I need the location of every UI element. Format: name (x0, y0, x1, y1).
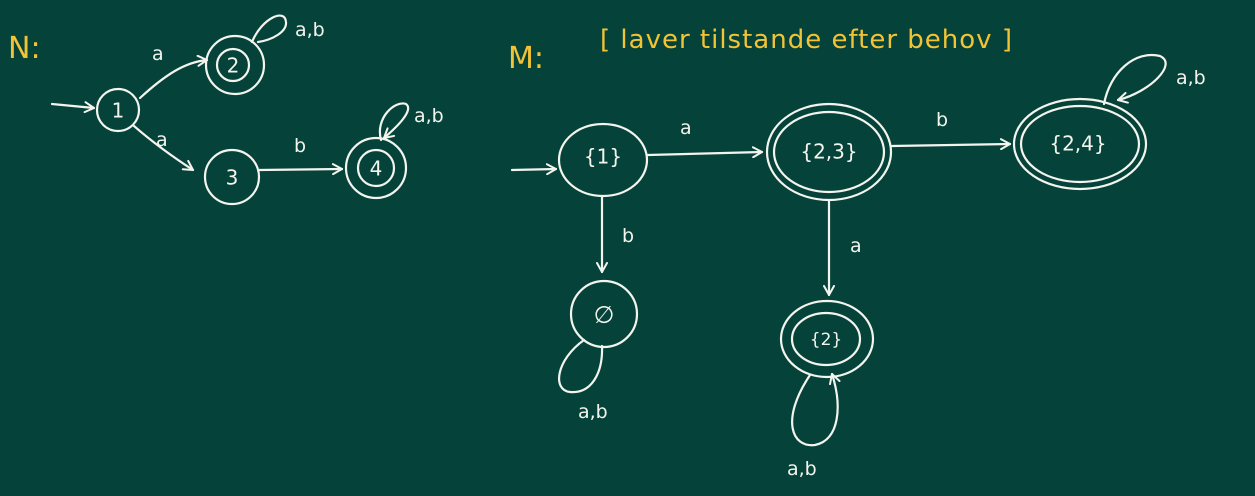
nfa-loop-4 (378, 102, 410, 142)
dfa-loop-empty-label: a,b (578, 401, 608, 423)
dfa-start-arrow (510, 163, 558, 176)
dfa-state-2-label: {2} (810, 330, 842, 350)
nfa-edge-3-4 (257, 163, 344, 176)
dfa-loop-24-label: a,b (1176, 67, 1206, 89)
dfa-loop-24 (1102, 53, 1167, 106)
heading-note: [ laver tilstande efter behov ] (600, 25, 1013, 55)
dfa-edge-1-23-label: a (680, 117, 692, 139)
dfa-loop-empty (557, 338, 604, 394)
dfa-loop-2 (791, 372, 841, 447)
nfa-edge-1-3-label: a (156, 129, 168, 151)
nfa-loop-4-label: a,b (414, 105, 444, 127)
nfa-diagram: 1 2 3 4 a a b a,b a,b (50, 14, 444, 206)
nfa-edge-3-4-label: b (294, 135, 306, 157)
dfa-diagram: {1} {2,3} {2,4} ∅ {2} a b (510, 53, 1206, 480)
dfa-loop-2-label: a,b (787, 458, 817, 480)
nfa-start-arrow (50, 101, 96, 114)
dfa-edge-23-24-label: b (936, 109, 948, 131)
dfa-state-2-4: {2,4} (1012, 97, 1148, 191)
nfa-state-3-label: 3 (226, 166, 239, 190)
dfa-state-empty: ∅ (569, 279, 639, 349)
dfa-state-empty-label: ∅ (594, 301, 615, 329)
nfa-edge-1-2-label: a (152, 43, 164, 65)
nfa-state-4: 4 (344, 136, 408, 200)
nfa-state-1-label: 1 (112, 99, 125, 123)
dfa-state-2-4-label: {2,4} (1049, 132, 1106, 156)
nfa-state-1: 1 (95, 87, 141, 133)
dfa-state-2-3: {2,3} (765, 102, 893, 202)
nfa-edge-1-3 (132, 124, 195, 172)
dfa-edge-23-2-label: a (850, 235, 862, 257)
nfa-state-2-label: 2 (227, 54, 240, 78)
dfa-state-2-3-label: {2,3} (800, 140, 857, 164)
nfa-heading: N: (8, 31, 41, 66)
nfa-state-3: 3 (203, 148, 261, 206)
nfa-state-4-label: 4 (370, 157, 383, 181)
nfa-edge-1-2 (138, 54, 209, 100)
nfa-state-2: 2 (204, 34, 266, 96)
nfa-loop-2 (250, 14, 288, 44)
dfa-state-1-label: {1} (584, 145, 622, 169)
dfa-state-1: {1} (557, 122, 649, 198)
dfa-edge-1-23 (646, 146, 764, 159)
dfa-heading: M: (508, 41, 544, 76)
dfa-edge-23-24 (890, 138, 1012, 151)
dfa-state-2: {2} (779, 299, 875, 379)
dfa-edge-1-empty-label: b (622, 225, 634, 247)
nfa-loop-2-label: a,b (295, 19, 325, 41)
